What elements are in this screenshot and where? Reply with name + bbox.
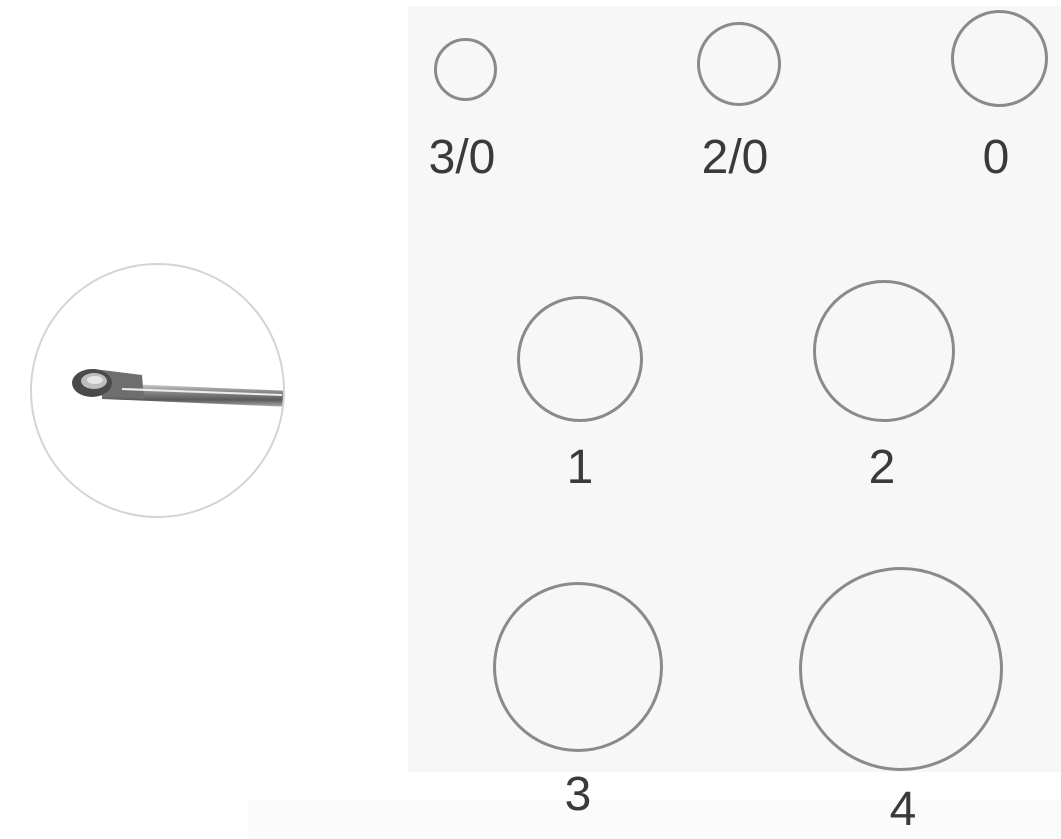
size-3-circle <box>493 582 663 752</box>
size-0-circle <box>951 10 1048 107</box>
size-1-label: 1 <box>500 444 660 492</box>
size-2-label: 2 <box>802 444 962 492</box>
size-4-circle <box>799 567 1003 771</box>
size-3-label: 3 <box>498 771 658 819</box>
curette-tip-detail <box>30 263 285 518</box>
size-2-0-label: 2/0 <box>655 134 815 182</box>
size-1-circle <box>517 296 643 422</box>
size-4-label: 4 <box>823 786 983 834</box>
size-2-circle <box>813 280 955 422</box>
size-0-label: 0 <box>916 134 1061 182</box>
size-2-0-circle <box>697 22 781 106</box>
curette-tip-icon <box>32 265 285 518</box>
size-3-0-label: 3/0 <box>382 134 542 182</box>
size-3-0-circle <box>434 38 497 101</box>
